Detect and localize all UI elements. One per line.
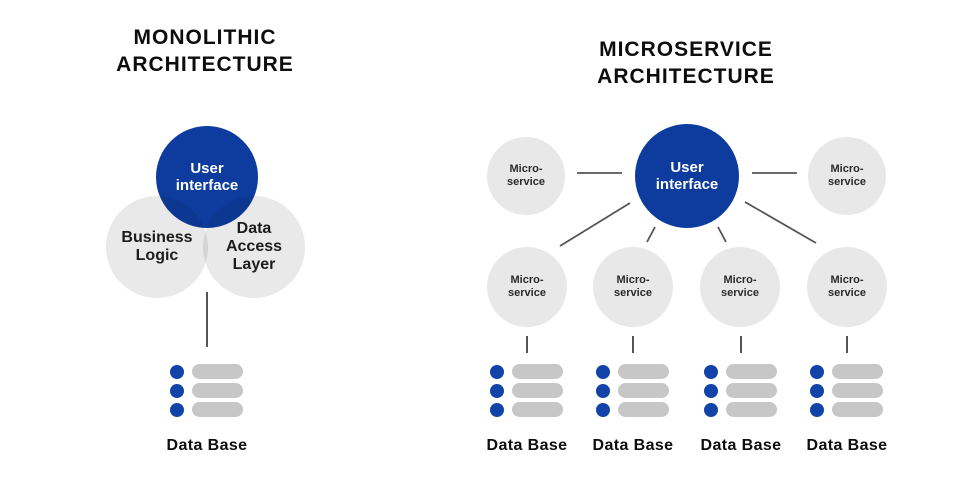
database-row — [810, 402, 883, 417]
database-icon — [810, 364, 883, 417]
database-bar — [512, 383, 563, 398]
microservice-node: Micro- service — [593, 247, 673, 327]
microservice-title-line1: MICROSERVICE — [599, 38, 773, 61]
database-row — [170, 383, 243, 398]
microservice-title-line2: ARCHITECTURE — [597, 65, 775, 88]
database-row — [596, 402, 669, 417]
database-dot-icon — [596, 402, 610, 417]
database-dot-icon — [490, 364, 504, 379]
business-logic-label: Business Logic — [121, 229, 193, 264]
user-interface-label: User interface — [655, 159, 719, 193]
database-label: Data Base — [806, 437, 888, 454]
database-bar — [832, 383, 883, 398]
connector-line — [646, 226, 656, 243]
database-bar — [512, 402, 563, 417]
database-dot-icon — [704, 383, 718, 398]
microservice-label: Micro- service — [721, 274, 759, 299]
database-label: Data Base — [486, 437, 568, 454]
connector-line — [744, 201, 817, 244]
database-dot-icon — [596, 383, 610, 398]
database-dot-icon — [704, 364, 718, 379]
user-interface-node: User interface — [635, 124, 739, 228]
database-row — [170, 364, 243, 379]
connector-line — [559, 202, 631, 247]
microservice-node: Micro- service — [487, 137, 565, 215]
database-row — [810, 383, 883, 398]
microservice-label: Micro- service — [507, 163, 545, 188]
data-access-layer-label: Data Access Layer — [225, 220, 283, 273]
database-row — [490, 383, 563, 398]
microservice-title: MICROSERVICE ARCHITECTURE — [536, 36, 836, 90]
microservice-label: Micro- service — [508, 274, 546, 299]
database-dot-icon — [490, 402, 504, 417]
database-bar — [192, 402, 243, 417]
database-dot-icon — [810, 402, 824, 417]
user-interface-label: User interface — [175, 160, 239, 194]
database-row — [704, 383, 777, 398]
database-icon — [704, 364, 777, 417]
monolithic-title: MONOLITHIC ARCHITECTURE — [55, 24, 355, 78]
database-label: Data Base — [700, 437, 782, 454]
monolithic-title-line1: MONOLITHIC — [133, 26, 277, 49]
database-icon — [596, 364, 669, 417]
database-row — [596, 364, 669, 379]
database-row — [170, 402, 243, 417]
database-bar — [192, 364, 243, 379]
business-logic-node: Business Logic — [106, 196, 208, 298]
database-bar — [618, 383, 669, 398]
database-row — [810, 364, 883, 379]
microservice-label: Micro- service — [614, 274, 652, 299]
database-dot-icon — [810, 383, 824, 398]
database-bar — [192, 383, 243, 398]
database-bar — [726, 364, 777, 379]
database-row — [596, 383, 669, 398]
database-dot-icon — [170, 383, 184, 398]
connector-line — [717, 226, 727, 243]
database-dot-icon — [810, 364, 824, 379]
microservice-node: Micro- service — [700, 247, 780, 327]
database-dot-icon — [596, 364, 610, 379]
database-label: Data Base — [592, 437, 674, 454]
data-access-layer-node: Data Access Layer — [203, 196, 305, 298]
database-icon — [490, 364, 563, 417]
database-bar — [832, 364, 883, 379]
database-row — [704, 364, 777, 379]
database-bar — [618, 402, 669, 417]
database-row — [490, 402, 563, 417]
monolithic-title-line2: ARCHITECTURE — [116, 53, 294, 76]
microservice-label: Micro- service — [828, 274, 866, 299]
database-dot-icon — [704, 402, 718, 417]
microservice-node: Micro- service — [807, 247, 887, 327]
database-dot-icon — [490, 383, 504, 398]
database-row — [704, 402, 777, 417]
database-icon — [170, 364, 243, 417]
user-interface-node: User interface — [156, 126, 258, 228]
database-dot-icon — [170, 402, 184, 417]
database-label: Data Base — [166, 437, 248, 454]
database-bar — [618, 364, 669, 379]
database-bar — [512, 364, 563, 379]
database-dot-icon — [170, 364, 184, 379]
microservice-node: Micro- service — [808, 137, 886, 215]
database-bar — [832, 402, 883, 417]
microservice-node: Micro- service — [487, 247, 567, 327]
database-bar — [726, 383, 777, 398]
microservice-label: Micro- service — [828, 163, 866, 188]
database-bar — [726, 402, 777, 417]
database-row — [490, 364, 563, 379]
